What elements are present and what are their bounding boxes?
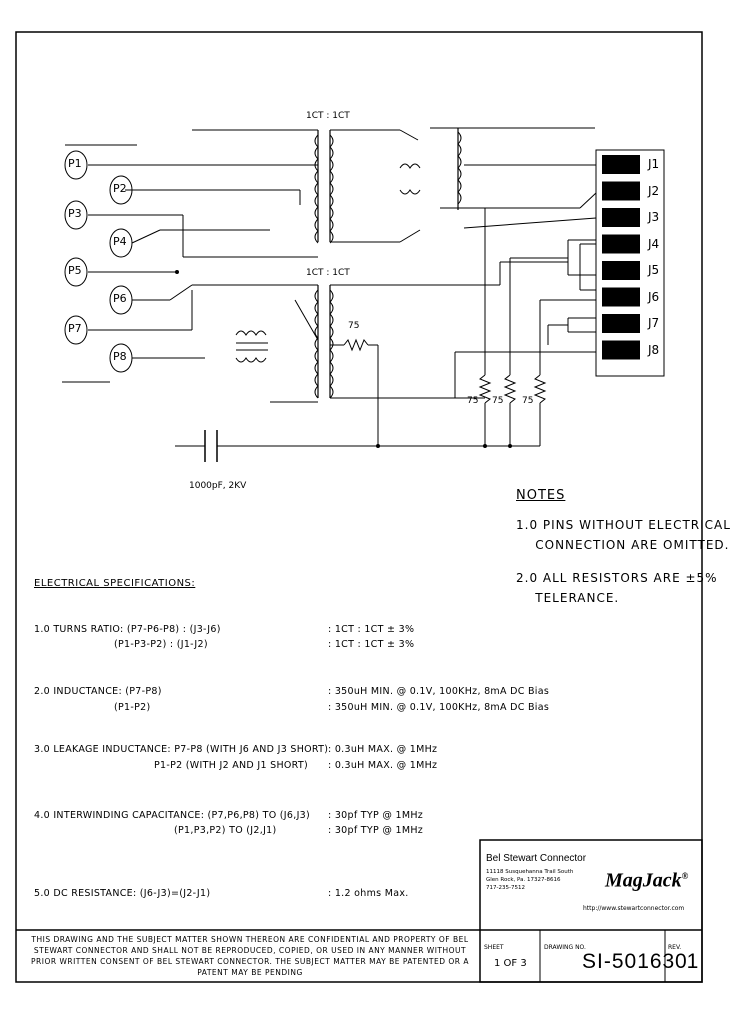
- connector-pad: [602, 261, 640, 280]
- pin-label-left: P1: [68, 157, 82, 170]
- drawing-label: DRAWING NO.: [544, 944, 586, 951]
- pin-outline: [64, 315, 88, 345]
- pin-label-right: J4: [648, 236, 660, 251]
- left-pins: [64, 150, 133, 373]
- spec-row-right: : 1CT : 1CT ± 3%: [328, 639, 415, 650]
- pin-outline: [109, 175, 133, 205]
- logo-text: MagJack: [605, 869, 682, 892]
- pin-label-right: J8: [648, 342, 660, 357]
- pin-label-right: J2: [648, 183, 660, 198]
- pin-label-right: J7: [648, 316, 660, 330]
- spec-row-left: (P1-P2): [114, 702, 151, 713]
- connector-pads: [602, 155, 640, 360]
- connector-pad: [602, 155, 640, 174]
- sheet-value: 1 OF 3: [494, 958, 527, 969]
- company-address-2: Glen Rock, Pa. 17327-8616: [486, 877, 561, 883]
- connector-pad: [602, 314, 640, 333]
- rev-value: 01: [675, 950, 699, 973]
- company-address-1: 11118 Susquehanna Trail South: [486, 869, 574, 875]
- pin-label-right: J6: [648, 289, 660, 304]
- spec-row-left: 4.0 INTERWINDING CAPACITANCE: (P7,P6,P8)…: [34, 810, 311, 821]
- ratio-label-bottom: 1CT : 1CT: [306, 268, 350, 278]
- resistor-label: 75: [522, 396, 534, 406]
- sheet-label: SHEET: [484, 944, 504, 951]
- pin-outline: [64, 257, 88, 287]
- pin-label-left: P2: [113, 182, 127, 195]
- spec-row-left: (P1,P3,P2) TO (J2,J1): [174, 825, 277, 836]
- company-name: Bel Stewart Connector: [486, 853, 587, 864]
- pin-label-left: P5: [68, 264, 82, 277]
- spec-row-left: 2.0 INDUCTANCE: (P7-P8): [34, 686, 162, 697]
- note-1: 1.0 PINS WITHOUT ELECTRICAL CONNECTION A…: [516, 518, 731, 552]
- website-link[interactable]: http://www.stewartconnector.com: [583, 905, 685, 912]
- pin-label-right: J1: [648, 157, 660, 171]
- resistor-1: [478, 374, 492, 404]
- company-phone: 717-235-7512: [486, 885, 525, 891]
- connector-pad: [602, 208, 640, 227]
- registered-mark: ®: [681, 871, 689, 881]
- pin-label-right: J3: [648, 210, 660, 224]
- spec-row-right: : 1.2 ohms Max.: [328, 888, 409, 899]
- spec-row-left: (P1-P3-P2) : (J1-J2): [114, 639, 208, 650]
- spec-row-right: : 30pf TYP @ 1MHz: [328, 810, 424, 821]
- ratio-label-top: 1CT : 1CT: [306, 111, 350, 121]
- capacitor-label: 1000pF, 2KV: [189, 481, 247, 491]
- spec-row-right: : 0.3uH MAX. @ 1MHz: [328, 760, 438, 771]
- pin-label-left: P3: [68, 207, 82, 220]
- wires: [62, 127, 597, 462]
- pin-outline: [109, 228, 133, 258]
- resistor-2: [503, 374, 517, 404]
- spec-row-left: 1.0 TURNS RATIO: (P7-P6-P8) : (J3-J6): [34, 624, 221, 635]
- specs-title: ELECTRICAL SPECIFICATIONS:: [34, 578, 196, 589]
- spec-row-left: P1-P2 (WITH J2 AND J1 SHORT): [154, 760, 309, 771]
- title-block-border: [479, 839, 703, 983]
- pin-label-left: P4: [113, 235, 127, 248]
- connector-body: [595, 149, 665, 377]
- pin-outline: [64, 200, 88, 230]
- resistor-label: 75: [348, 321, 360, 331]
- pin-outline: [109, 285, 133, 315]
- bottom-transformer: [235, 285, 334, 399]
- pin-label-left: P7: [68, 322, 82, 335]
- spec-row-left: 3.0 LEAKAGE INDUCTANCE: P7-P8 (WITH J6 A…: [34, 744, 329, 755]
- spec-row-right: : 350uH MIN. @ 0.1V, 100KHz, 8mA DC Bias: [328, 702, 550, 713]
- resistor-horizontal: [343, 338, 369, 352]
- pin-outline: [109, 343, 133, 373]
- connector-pad: [602, 181, 640, 201]
- pin-outline: [64, 150, 88, 180]
- connector-pad: [602, 287, 640, 307]
- magjack-logo: MagJack®: [605, 864, 688, 893]
- pin-label-left: P6: [113, 292, 127, 305]
- spec-row-right: : 1CT : 1CT ± 3%: [328, 624, 415, 635]
- drawing-number: SI-50163: [582, 950, 676, 973]
- top-transformer: [314, 128, 462, 244]
- rev-label: REV.: [668, 944, 682, 951]
- pin-label-right: J5: [648, 263, 660, 277]
- spec-row-right: : 0.3uH MAX. @ 1MHz: [328, 744, 438, 755]
- notes-title: NOTES: [516, 488, 566, 503]
- resistor-3: [533, 374, 547, 404]
- connector-pad: [602, 234, 640, 254]
- note-2: 2.0 ALL RESISTORS ARE ±5% TELERANCE.: [516, 571, 718, 605]
- connector-pad: [602, 340, 640, 360]
- resistor-label: 75: [492, 396, 504, 406]
- spec-row-left: 5.0 DC RESISTANCE: (J6-J3)=(J2-J1): [34, 888, 211, 899]
- pin-label-left: P8: [113, 350, 127, 363]
- spec-row-right: : 30pf TYP @ 1MHz: [328, 825, 424, 836]
- resistor-label: 75: [467, 396, 479, 406]
- spec-row-right: : 350uH MIN. @ 0.1V, 100KHz, 8mA DC Bias: [328, 686, 550, 697]
- outer-border: [15, 31, 703, 983]
- disclaimer: THIS DRAWING AND THE SUBJECT MATTER SHOW…: [31, 935, 469, 977]
